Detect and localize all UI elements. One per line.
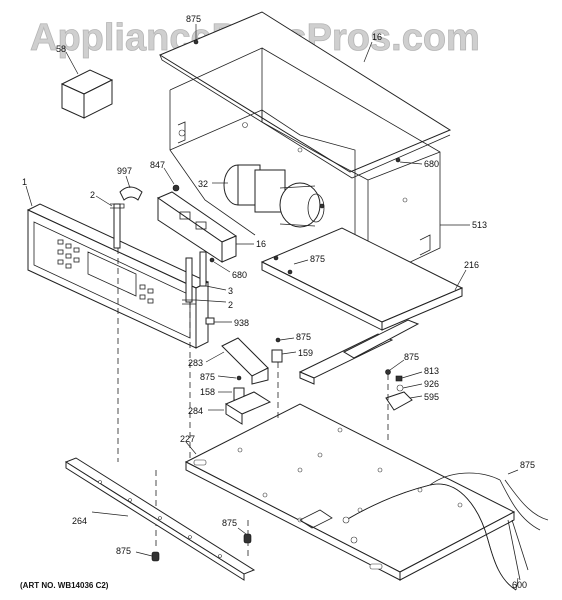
callout-938: 938: [234, 318, 249, 328]
callout-158: 158: [200, 387, 215, 397]
callout-875-left: 875: [200, 372, 215, 382]
part-264-front-strip: [64, 457, 256, 581]
callout-labels: 58 875 16 680 997 847 32 1 2 513 16 875 …: [22, 14, 535, 590]
screw-680-front: [209, 257, 231, 273]
callout-926: 926: [424, 379, 439, 389]
callout-264: 264: [72, 516, 87, 526]
callout-32: 32: [198, 179, 208, 189]
callout-284: 284: [188, 406, 203, 416]
callout-875-shelf: 875: [310, 254, 325, 264]
callout-3: 3: [228, 286, 233, 296]
part-2-brackets: [95, 195, 227, 305]
callout-875-top: 875: [186, 14, 201, 24]
callout-997: 997: [117, 166, 132, 176]
hardware-813-926-595: [385, 359, 423, 440]
part-58-box: [60, 51, 114, 119]
callout-680-top: 680: [424, 159, 439, 169]
callout-875-bottom: 875: [116, 546, 131, 556]
callout-16-board: 16: [256, 239, 266, 249]
art-number: (ART NO. WB14036 C2): [20, 581, 109, 590]
callout-595: 595: [424, 392, 439, 402]
callout-58: 58: [56, 44, 66, 54]
screws-875-bottom: [135, 527, 252, 562]
callout-875-mid: 875: [296, 332, 311, 342]
keypad: [57, 239, 154, 304]
screw-680-top: [395, 157, 423, 165]
callout-813: 813: [424, 366, 439, 376]
part-216-shelf: [260, 227, 467, 331]
callout-847: 847: [150, 160, 165, 170]
callout-600: 600: [512, 580, 527, 590]
part-227-base-plate: [184, 403, 516, 581]
part-32-fan-assembly: [212, 164, 325, 228]
part-600-wire-harness: [342, 469, 549, 591]
part-3-bracket: [199, 251, 227, 291]
part-16-control-board: [156, 167, 254, 263]
callout-680-front: 680: [232, 270, 247, 280]
callout-1: 1: [22, 177, 27, 187]
callout-875-right: 875: [404, 352, 419, 362]
part-997-clip: [119, 175, 143, 201]
callout-513: 513: [472, 220, 487, 230]
part-284-duct: [208, 391, 272, 425]
callout-227: 227: [180, 434, 195, 444]
part-283-duct: [205, 337, 269, 385]
part-16-top-panel: [158, 11, 452, 179]
part-159-thermostat: [271, 337, 297, 363]
callout-875-strip: 875: [222, 518, 237, 528]
part-938-clip: [205, 317, 232, 325]
callout-216: 216: [464, 260, 479, 270]
callout-16-top: 16: [372, 32, 382, 42]
callout-2-lower: 2: [228, 300, 233, 310]
callout-875-harness: 875: [520, 460, 535, 470]
part-158-thermostat: [217, 375, 245, 401]
callout-283: 283: [188, 358, 203, 368]
callout-2-upper: 2: [90, 190, 95, 200]
callout-159: 159: [298, 348, 313, 358]
side-rails: [298, 319, 420, 385]
